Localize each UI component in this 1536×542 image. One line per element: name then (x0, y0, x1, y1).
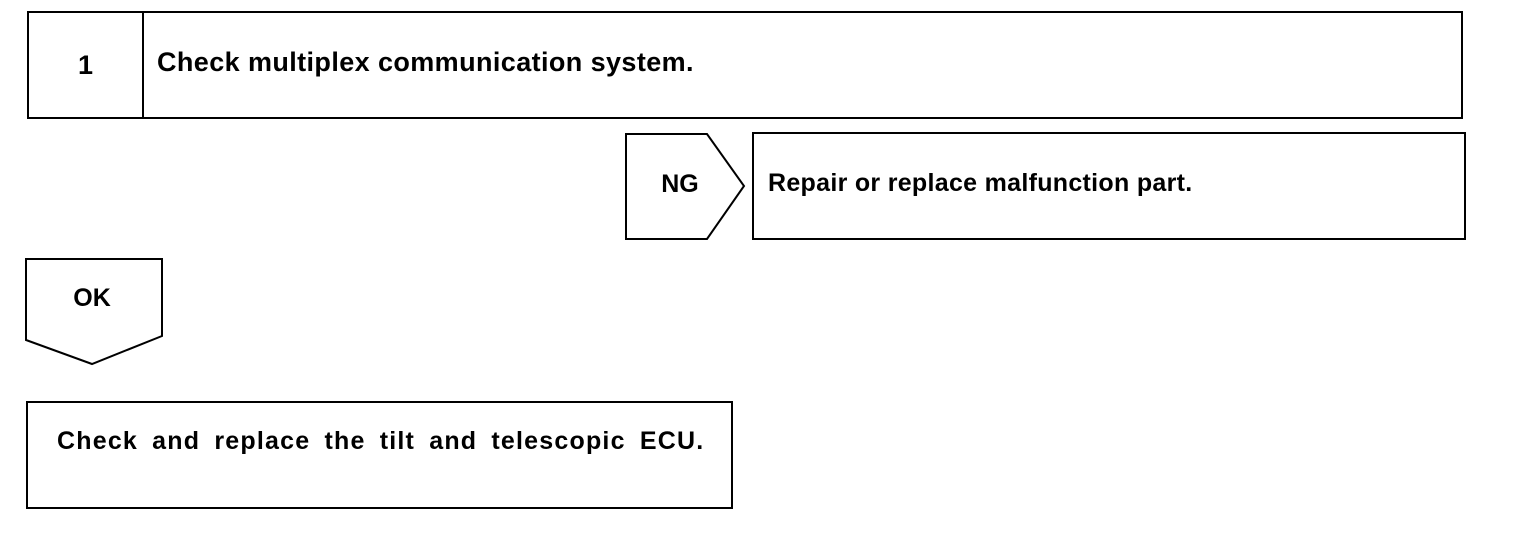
ng-arrow (625, 133, 746, 240)
ok-arrow (25, 258, 163, 366)
ok-label: OK (73, 284, 111, 312)
ng-label: NG (661, 170, 699, 198)
ng-result-box: Repair or replace malfunction part. (752, 132, 1466, 240)
step-number: 1 (29, 13, 144, 117)
ok-result-text: Check and replace the tilt and telescopi… (57, 427, 705, 455)
step-header: 1 Check multiplex communication system. (27, 11, 1463, 119)
ok-result-box: Check and replace the tilt and telescopi… (26, 401, 733, 509)
ng-result-text: Repair or replace malfunction part. (768, 168, 1193, 197)
step-title: Check multiplex communication system. (157, 46, 694, 77)
